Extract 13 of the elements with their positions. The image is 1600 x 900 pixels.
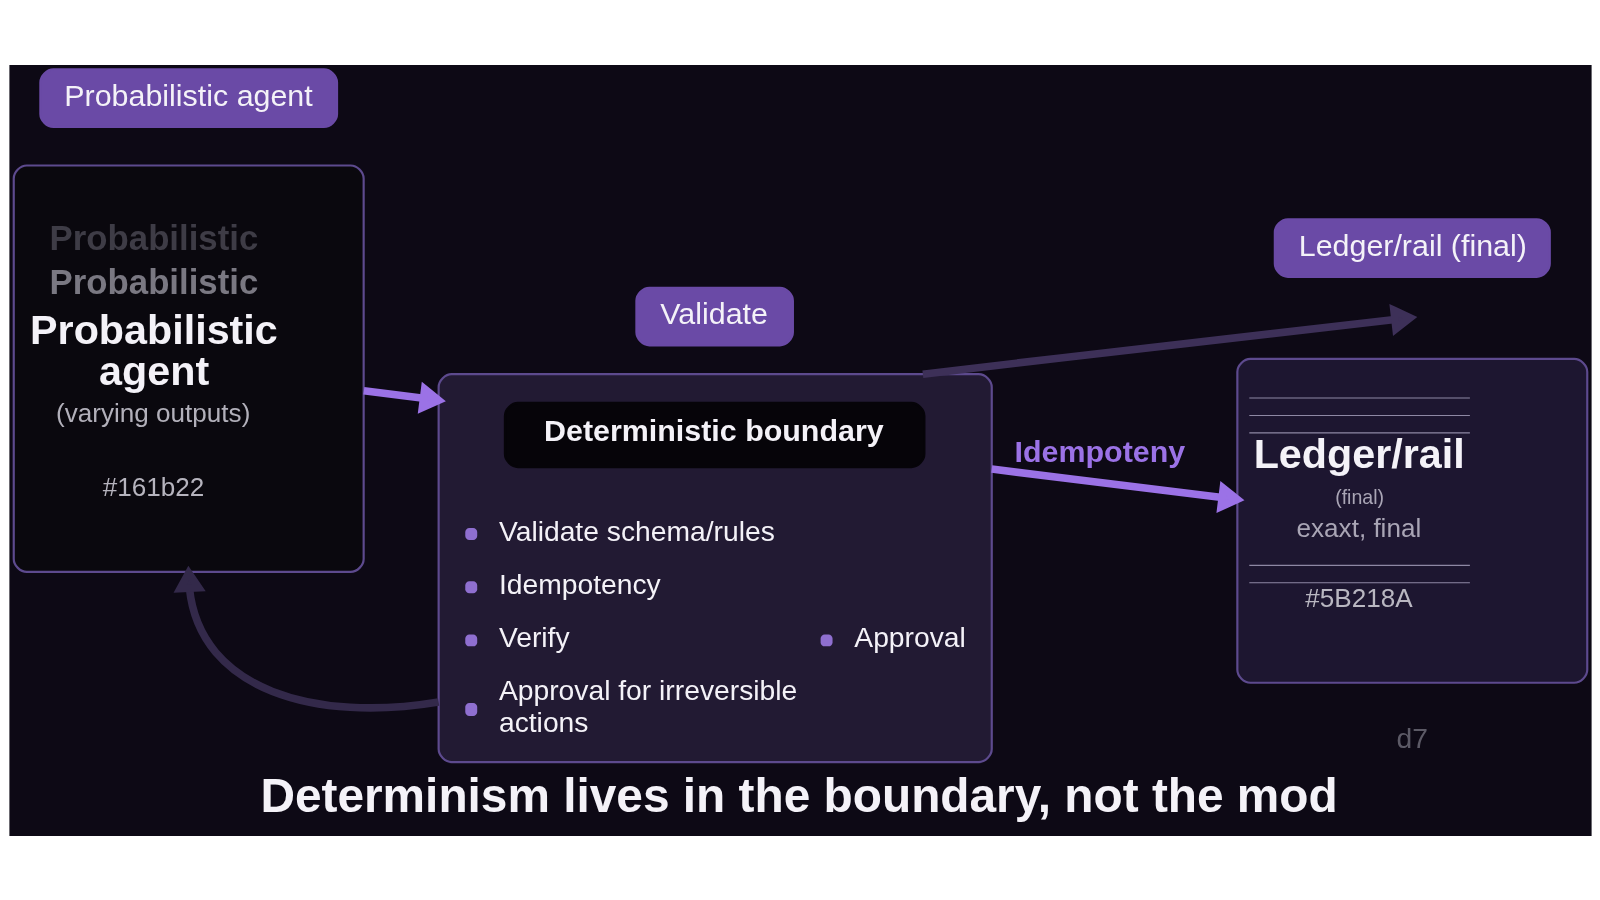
node-box: Validate [634, 286, 794, 346]
node-box: Ledger/rail (final) [1273, 217, 1551, 278]
node-box: Probabilistic agent [38, 67, 338, 128]
node-box: Probabilistic Probabilistic Probabilistic agent (varying outputs) #161b22 [12, 163, 365, 573]
edge-label: Idempoteny [1014, 433, 1185, 468]
node-box: Deterministic boundary [503, 401, 925, 468]
label: d7 [1396, 721, 1428, 754]
arrow [173, 565, 439, 712]
arrow [990, 464, 1244, 513]
arrow [921, 303, 1417, 378]
caption: Determinism lives in the boundary, not the mod [259, 768, 1338, 822]
arrow [362, 381, 446, 414]
node-box: Ledger/rail (final) exaxt, final #5B218A [1235, 357, 1588, 684]
